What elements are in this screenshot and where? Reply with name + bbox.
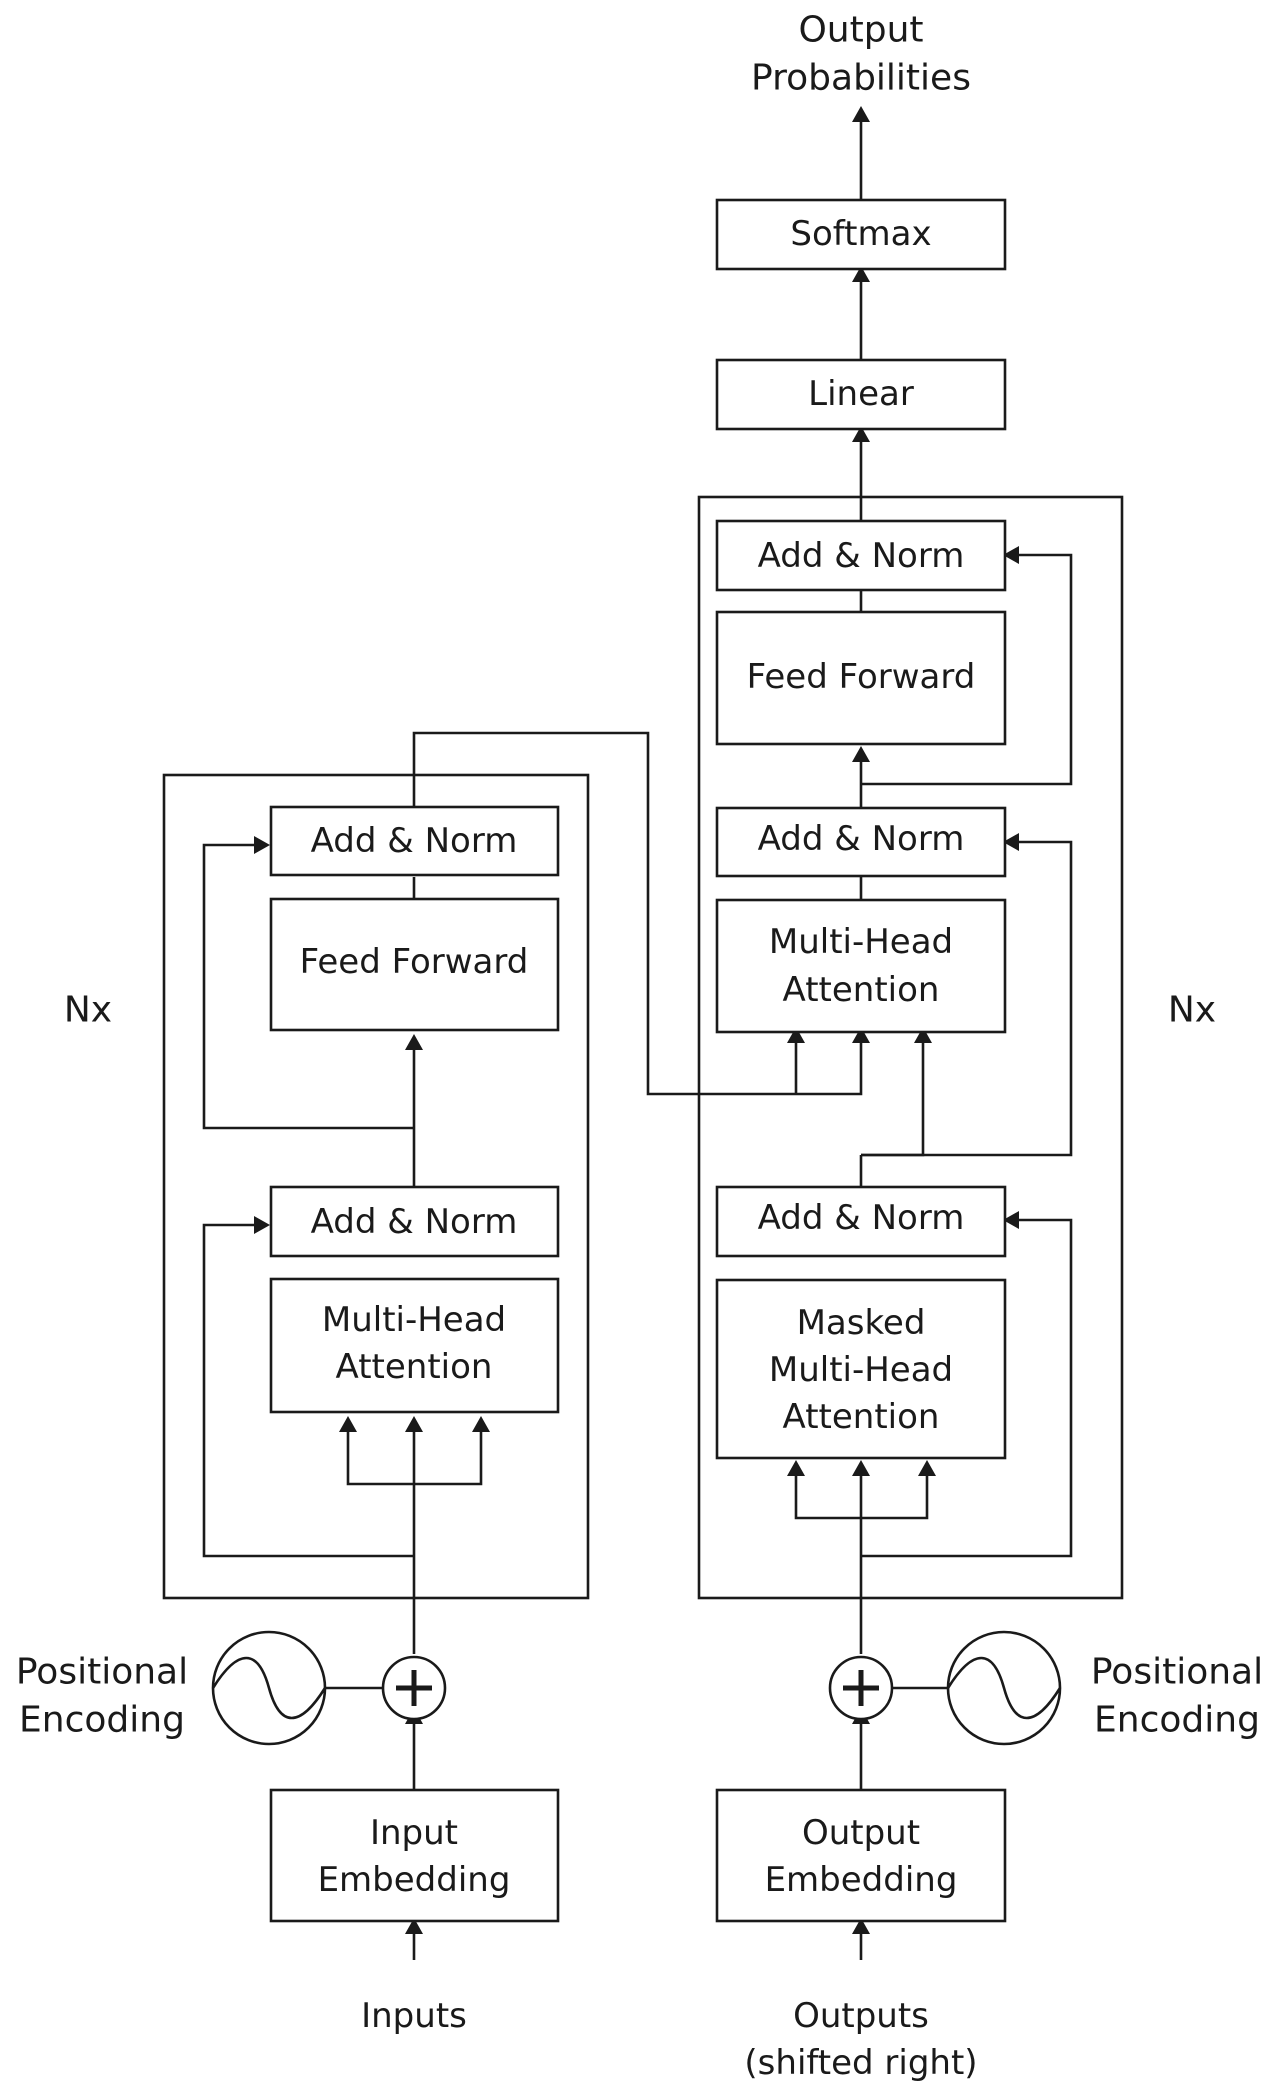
encoder-stack [162,773,590,1600]
decoder-cross-attention-label-line2: Attention [783,970,940,1010]
softmax-box [715,198,1007,271]
arrow-head [254,1216,270,1234]
encoder-attention-label-line2: Attention [336,1347,493,1387]
output-embedding-box [715,1788,1007,1923]
encoder-add-norm-2-box [269,805,560,877]
outputs-label-line2: (shifted right) [744,2043,977,2083]
connector-lines [202,120,1073,1960]
arrow-head [914,1027,932,1043]
arrow-head [852,1460,870,1476]
decoder-add-norm-2-label: Add & Norm [758,819,965,859]
encoder-repeat-label: Nx [64,990,112,1031]
encoder-positional-encoding-label-line1: Positional [16,1652,188,1693]
plus-icon [396,1670,432,1706]
decoder-positional-encoding-label-line1: Positional [1091,1652,1263,1693]
decoder-add-norm-3-label: Add & Norm [758,536,965,576]
encoder-feed-forward-label: Feed Forward [300,942,529,982]
arrow-head [405,1034,423,1050]
arrow-head [852,106,870,122]
softmax-label: Softmax [790,214,931,254]
decoder-masked-attention-label-line3: Attention [783,1397,940,1437]
arrow-head [852,1918,870,1934]
arrow-head [1003,1211,1019,1229]
decoder-cross-attention-label-line1: Multi-Head [769,922,953,962]
encoder-add-norm-2-label: Add & Norm [311,821,518,861]
encoder-add-norm-1-label: Add & Norm [311,1202,518,1242]
arrow-head [787,1460,805,1476]
linear-box [715,358,1007,431]
arrow-head [852,746,870,762]
output-probabilities-label-line1: Output [798,10,923,51]
output-embedding-label-line1: Output [802,1813,920,1853]
output-probabilities-label-line2: Probabilities [751,58,971,99]
decoder-feed-forward-box [715,610,1007,746]
arrow-head [472,1416,490,1432]
outputs-label-line1: Outputs [793,1996,929,2036]
decoder-masked-attention-label-line1: Masked [797,1303,926,1343]
encoder-add-norm-1-box [269,1185,560,1258]
arrow-head [1003,833,1019,851]
input-embedding-label-line2: Embedding [318,1860,511,1900]
encoder-feed-forward-box [269,897,560,1032]
arrow-head [1003,546,1019,564]
input-embedding-box [269,1788,560,1923]
decoder-add-norm-3-box [715,519,1007,592]
arrow-head [852,1027,870,1043]
encoder-positional-encoding-label-line2: Encoding [19,1700,185,1741]
arrow-head [787,1027,805,1043]
decoder-stack [697,495,1124,1600]
arrow-head [405,1918,423,1934]
sine-wave-icon [946,1656,1062,1720]
arrow-head [405,1416,423,1432]
decoder-add-norm-1-label: Add & Norm [758,1198,965,1238]
encoder-attention-label-line1: Multi-Head [322,1300,506,1340]
decoder-cross-attention-box [715,898,1007,1034]
arrow-head [339,1416,357,1432]
arrow-head [852,266,870,282]
arrow-head [852,426,870,442]
sine-wave-icon [211,1656,327,1720]
decoder-add-norm-2-box [715,806,1007,878]
decoder-add-norm-1-box [715,1185,1007,1258]
input-embedding-label-line1: Input [370,1813,458,1853]
inputs-label: Inputs [361,1996,467,2036]
arrow-head [918,1460,936,1476]
linear-label: Linear [808,374,914,414]
decoder-feed-forward-label: Feed Forward [747,657,976,697]
decoder-masked-attention-label-line2: Multi-Head [769,1350,953,1390]
output-embedding-label-line2: Embedding [765,1860,958,1900]
decoder-masked-attention-box [715,1278,1007,1460]
decoder-positional-encoding-label-line2: Encoding [1094,1700,1260,1741]
encoder-attention-box [269,1277,560,1414]
decoder-repeat-label: Nx [1168,990,1216,1031]
arrow-head [254,836,270,854]
plus-icon [843,1670,879,1706]
